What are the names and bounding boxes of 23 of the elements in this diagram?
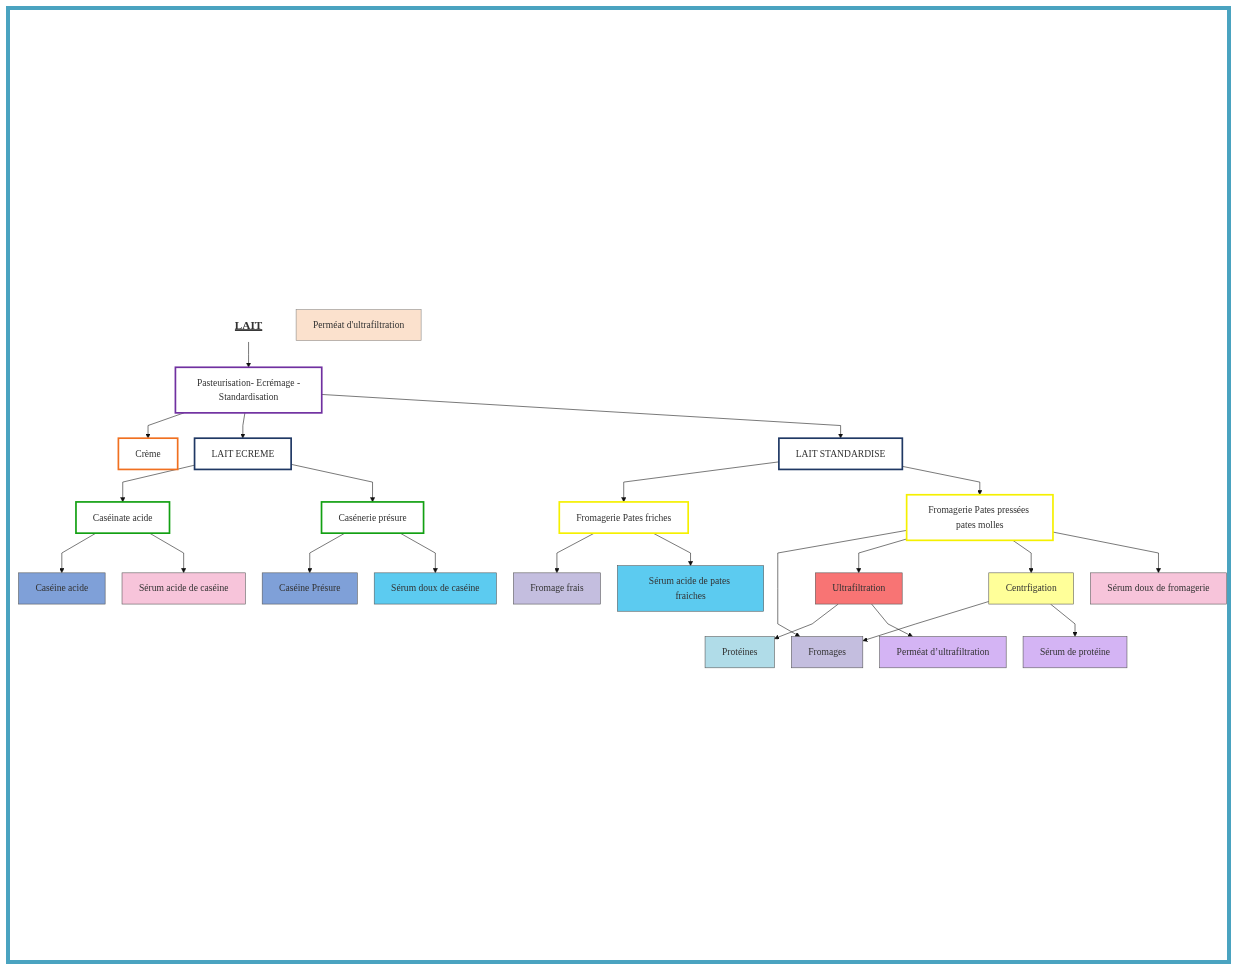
node-box: Fromage frais (513, 572, 601, 605)
node-box: Caséine acide (18, 572, 106, 605)
node-box: LAIT ECREME (193, 437, 292, 471)
node-box: Protéines (704, 636, 775, 669)
node-box: Fromages (791, 636, 864, 669)
node-box: Centrfigation (988, 572, 1074, 605)
node-box: Fromagerie Pates pressées pates molles (905, 493, 1054, 542)
node-text: LAIT (234, 318, 263, 332)
node-box: Sérum doux de caséine (373, 572, 497, 605)
node-box: Sérum doux de fromagerie (1090, 572, 1227, 605)
node-box: Sérum acide de pates fraiches (617, 565, 764, 612)
node-box: Fromagerie Pates friches (558, 501, 689, 534)
node-box: Caséine Présure (261, 572, 358, 605)
node-box: Caséinate acide (75, 501, 171, 534)
node-box: Sérum acide de caséine (121, 572, 246, 605)
node-box: LAIT STANDARDISE (778, 437, 904, 471)
node-box: Crème (117, 437, 179, 471)
node-box: Perméat d'ultrafiltration (295, 309, 422, 341)
node-box: Pasteurisation- Ecrémage -Standardisation (174, 366, 323, 414)
node-box: Sérum de protéine (1022, 636, 1128, 669)
node-box: Casénerie présure (320, 501, 425, 534)
node-box: Perméat d’ultrafiltration (879, 636, 1007, 669)
node-box: Ultrafiltration (815, 572, 903, 605)
